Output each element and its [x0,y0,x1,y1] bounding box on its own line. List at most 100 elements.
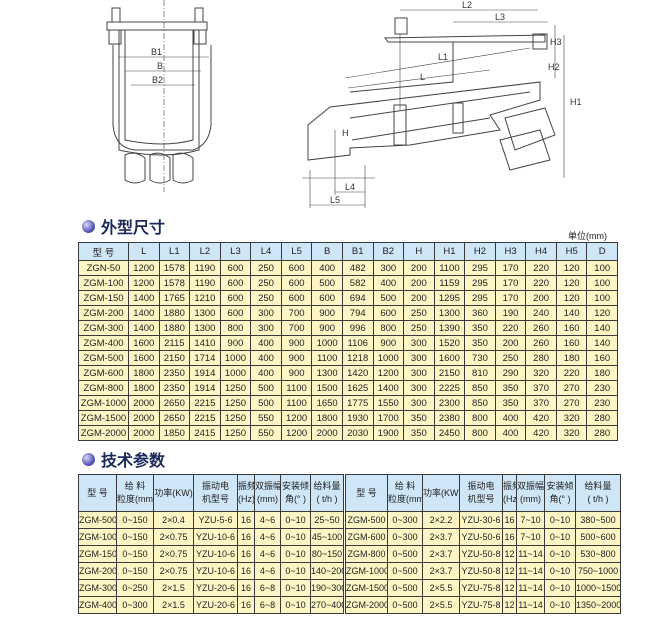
table-cell: 250 [250,290,282,306]
table-cell: 0~10 [280,528,311,546]
table-cell: 730 [464,350,496,366]
table-cell: 170 [494,275,527,291]
table-cell: 250 [494,350,527,366]
table-cell: 120 [555,290,588,306]
table-cell: 2×3.7 [422,545,460,563]
table-cell: 400 [250,335,282,351]
table-cell: 0~500 [387,562,423,580]
table-cell: 260 [525,320,557,336]
header-line: 振动电 [467,481,495,491]
table-cell: 0~10 [544,562,576,580]
table-cell: 2030 [341,425,374,441]
header-line: 粒度(mm) [388,494,422,504]
table-cell: 120 [586,305,618,321]
table-cell: 170 [494,260,527,276]
table-cell: 800 [219,320,252,336]
table-cell: 2350 [158,380,191,396]
table-cell: 600 [219,305,252,321]
table-cell: 300 [403,365,435,381]
table-cell: 1700 [372,410,405,426]
table-cell: 600 [219,290,252,306]
column-header: H [403,242,435,261]
table-cell: 300 [250,305,282,321]
table-cell: 400 [372,275,405,291]
table-cell: ZGM-100 [78,528,117,546]
table-cell: 1190 [189,260,221,276]
table-cell: ZGM-2000 [345,596,388,614]
table-cell: YZU-75-8 [459,596,503,614]
column-header: B1 [341,242,374,261]
header-line: 双振幅 [517,481,545,491]
table-cell: 400 [250,350,282,366]
table-cell: 2350 [158,365,191,381]
table-cell: 250 [250,275,282,291]
section-title: 外型尺寸 [101,218,166,237]
table-cell: 900 [280,350,313,366]
table-cell: 295 [464,260,496,276]
table-cell: 800 [464,425,496,441]
table-cell: 0~500 [387,596,423,614]
table-cell: 120 [555,275,588,291]
table-cell: 1000 [311,335,343,351]
table-cell: 2000 [128,425,160,441]
column-header: L2 [189,242,221,261]
table-cell: 600 [372,305,405,321]
header-line: 安装倾 [546,481,574,491]
table-cell: 482 [341,260,374,276]
table-cell: 1550 [372,395,405,411]
table-cell: 16 [237,596,255,614]
table-cell: 0~300 [387,528,423,546]
section-heading-tech: 技术参数 [82,447,165,471]
label-h2: H2 [548,62,560,72]
table-cell: 2×0.4 [153,511,194,529]
header-line: 给 料 [394,481,416,491]
table-cell: 1775 [341,395,374,411]
table-cell: 160 [555,335,588,351]
table-cell: YZU-10-6 [193,562,238,580]
table-cell: 300 [250,320,282,336]
table-cell: ZGM-150 [78,290,129,306]
table-cell: 1159 [433,275,466,291]
column-header: 振频(Hz) [237,474,255,512]
table-cell: ZGM-500 [78,511,117,529]
table-cell: 220 [494,320,527,336]
header-line: ( t/h ) [316,494,338,504]
header-line: 振动电 [201,481,229,491]
table-cell: 600 [311,290,343,306]
table-cell: 11~14 [516,562,545,580]
table-cell: 0~10 [280,596,311,614]
table-cell: 1650 [311,395,343,411]
table-cell: 11~14 [516,596,545,614]
table-cell: 1250 [219,410,252,426]
table-cell: 530~800 [575,545,621,563]
table-cell: 270 [555,380,588,396]
table-cell: 0~500 [387,545,423,563]
table-cell: 16 [237,545,255,563]
table-cell: 2150 [158,350,191,366]
table-cell: 360 [464,305,496,321]
table-cell: 1200 [280,410,313,426]
table-cell: 300 [403,335,435,351]
table-cell: 2115 [158,335,191,351]
table-cell: 16 [502,528,517,546]
table-cell: 1218 [341,350,374,366]
table-cell: 400 [494,410,527,426]
table-cell: 1000~1500 [575,579,621,597]
table-cell: 2215 [189,410,221,426]
header-line: 机型号 [201,494,229,504]
table-cell: ZGM-400 [78,596,117,614]
table-cell: 750~1000 [575,562,621,580]
column-header: 给 料粒度(mm) [387,474,423,512]
table-cell: 420 [525,425,557,441]
table-cell: ZGM-300 [78,579,117,597]
column-header: 型 号 [345,474,388,512]
table-cell: 6~8 [254,596,281,614]
